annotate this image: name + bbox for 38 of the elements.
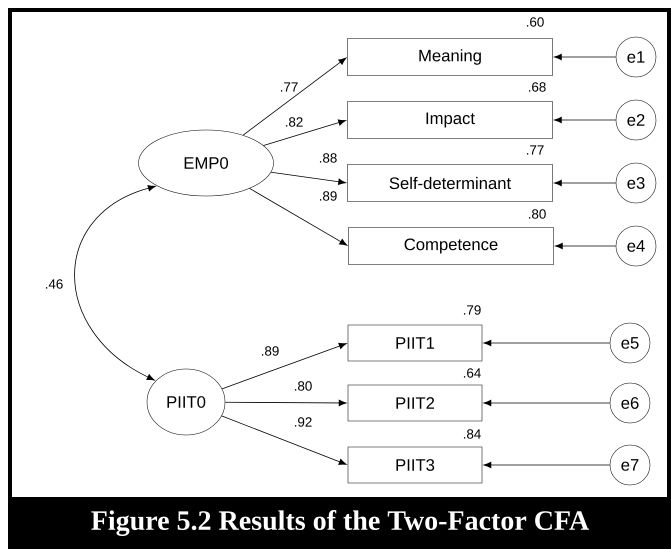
path-coefficient: .92 xyxy=(294,417,312,427)
path-arrow xyxy=(270,172,346,185)
path-arrow xyxy=(74,185,156,380)
path-arrow xyxy=(249,188,348,246)
path-arrow xyxy=(263,119,346,146)
path-coefficient: .89 xyxy=(262,346,279,356)
path-arrow xyxy=(554,242,616,250)
caption-band: Figure 5.2 Results of the Two-Factor CFA xyxy=(8,497,671,549)
observed-variable-box: PIIT2 xyxy=(348,384,482,422)
observed-variable-box: PIIT1 xyxy=(348,324,482,362)
squared-multiple-correlation: .60 xyxy=(526,17,544,27)
path-coefficient: .46 xyxy=(46,279,63,289)
observed-variable-box: PIIT3 xyxy=(348,446,482,484)
observed-variable-box: Self-determinant xyxy=(347,164,553,202)
path-arrow xyxy=(242,58,346,136)
path-coefficient: .88 xyxy=(320,153,337,163)
path-arrow xyxy=(554,116,616,124)
path-arrow xyxy=(554,54,616,60)
squared-multiple-correlation: .80 xyxy=(528,209,546,219)
path-arrow xyxy=(221,415,347,465)
path-arrow xyxy=(483,462,610,468)
path-coefficient: .82 xyxy=(286,117,303,127)
observed-variable-box: Meaning xyxy=(347,38,553,76)
squared-multiple-correlation: .84 xyxy=(464,429,481,439)
path-arrow xyxy=(554,180,616,186)
squared-multiple-correlation: .79 xyxy=(464,305,481,315)
observed-variable-box: Impact xyxy=(347,101,553,139)
path-coefficient: .80 xyxy=(294,381,312,391)
squared-multiple-correlation: .64 xyxy=(464,368,481,378)
path-coefficient: .77 xyxy=(280,82,298,92)
squared-multiple-correlation: .77 xyxy=(526,145,544,155)
observed-variable-box: Competence xyxy=(348,227,554,265)
path-arrow xyxy=(483,340,610,346)
path-arrow xyxy=(222,342,347,390)
path-arrow xyxy=(224,400,347,406)
squared-multiple-correlation: .68 xyxy=(528,82,546,92)
path-coefficient: .89 xyxy=(320,191,337,201)
path-arrow xyxy=(483,400,610,406)
